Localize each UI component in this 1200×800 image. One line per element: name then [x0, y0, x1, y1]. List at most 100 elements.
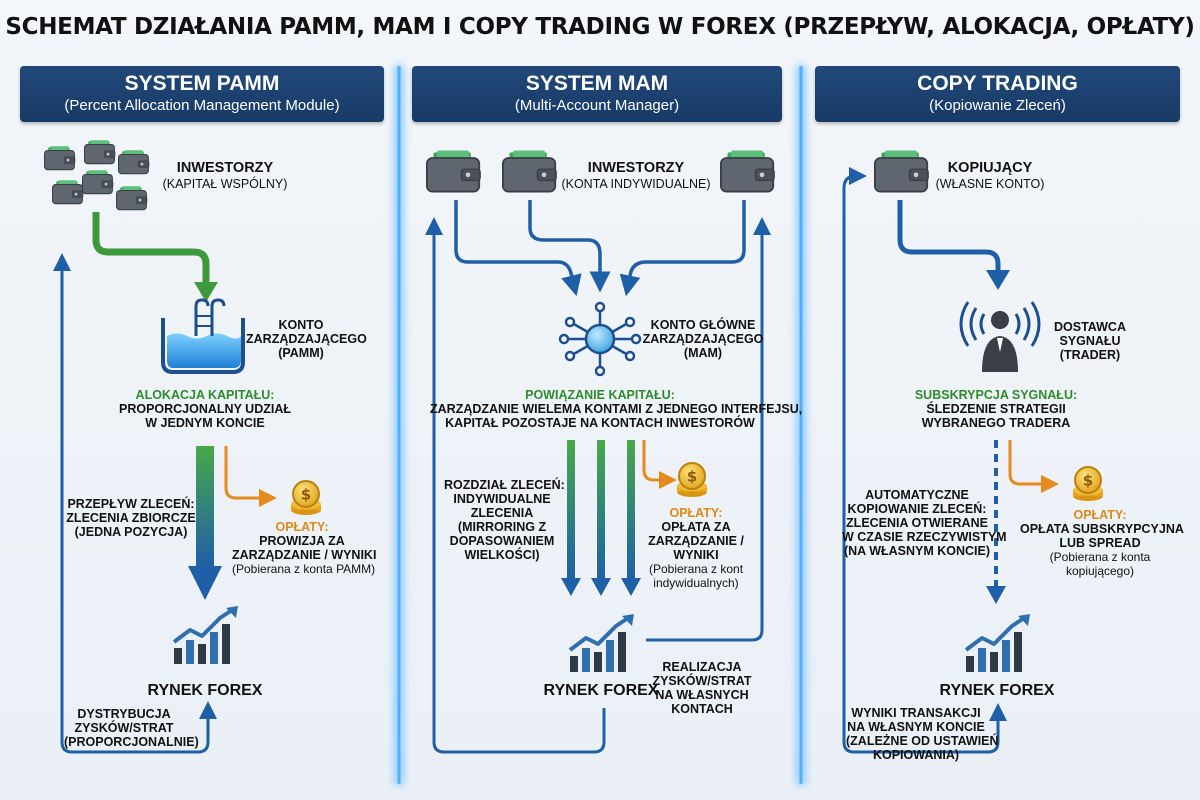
- copy-results-line2: NA WŁASNYM KONCIE: [847, 720, 985, 734]
- pamm-coins-icon: [290, 480, 322, 516]
- copy-coins-icon: [1072, 466, 1104, 502]
- mam-realization-line2: ZYSKÓW/STRAT: [652, 674, 752, 688]
- copy-auto-label: AUTOMATYCZNE KOPIOWANIE ZLECEŃ: ZLECENIA…: [842, 488, 1007, 558]
- copy-auto-line4: W CZASIE RZECZYWISTYM: [842, 530, 1007, 544]
- mam-split-arrow-3: [621, 578, 641, 596]
- page-title: SCHEMAT DZIAŁANIA PAMM, MAM I COPY TRADI…: [5, 14, 1195, 40]
- copy-fees-note1: (Pobierana z konta: [1049, 550, 1151, 564]
- mam-realization-line3: NA WŁASNYCH: [655, 688, 749, 702]
- copy-subscription-label: SUBSKRYPCJA SYGNAŁU: ŚLEDZENIE STRATEGII…: [906, 388, 1086, 430]
- mam-hub-icon: [558, 301, 642, 377]
- mam-split-arrow-1: [561, 578, 581, 596]
- copy-fee-arrow: [1008, 440, 1059, 493]
- signal-provider-icon: [959, 301, 1041, 347]
- mam-realization-line1: REALIZACJA: [662, 660, 742, 674]
- pamm-allocation-line1: PROPORCJONALNY UDZIAŁ: [118, 402, 291, 416]
- mam-coins-icon: [676, 462, 708, 498]
- pamm-distribution-line2: ZYSKÓW/STRAT: [74, 721, 174, 735]
- mam-link-label: POWIĄZANIE KAPITAŁU: ZARZĄDZANIE WIELEMA…: [430, 388, 802, 430]
- mam-converge-arrow-mid: [528, 200, 611, 293]
- copy-provider-line1: DOSTAWCA: [1054, 320, 1126, 334]
- mam-header-title: SYSTEM MAM: [525, 72, 669, 95]
- mam-converge-arrow-left: [454, 200, 582, 297]
- mam-fees-note2: indywidualnych): [653, 576, 739, 590]
- pamm-account-line2: ZARZĄDZAJĄCEGO: [246, 332, 367, 346]
- mam-header-subtitle: (Multi-Account Manager): [514, 97, 680, 114]
- pamm-orders-line1: PRZEPŁYW ZLECEŃ:: [67, 497, 195, 511]
- copy-wallet-icon: [874, 150, 930, 193]
- pamm-allocation-label: ALOKACJA KAPITAŁU: PROPORCJONALNY UDZIAŁ…: [110, 388, 300, 430]
- copy-results-line1: WYNIKI TRANSAKCJI: [851, 706, 981, 720]
- copy-fees-title: OPŁATY:: [1073, 508, 1127, 522]
- mam-market-chart-icon: [568, 614, 636, 674]
- copy-header: COPY TRADING (Kopiowanie Zleceń): [815, 66, 1180, 122]
- pamm-fee-arrow: [224, 446, 277, 507]
- mam-fees-line3: WYNIKI: [673, 548, 719, 562]
- mam-split-line6: WIELKOŚCI): [464, 548, 540, 562]
- divider-left: [396, 66, 402, 784]
- mam-split-line2: INDYWIDUALNE: [453, 492, 551, 506]
- mam-market-label: RYNEK FOREX: [543, 682, 659, 699]
- mam-fees-label: OPŁATY: OPŁATA ZA ZARZĄDZANIE / WYNIKI (…: [640, 506, 752, 590]
- pamm-allocation-line2: W JEDNYM KONCIE: [145, 416, 265, 430]
- copy-header-title: COPY TRADING: [917, 72, 1078, 95]
- mam-fee-arrow: [642, 440, 677, 489]
- pamm-account-line3: (PAMM): [278, 346, 324, 360]
- divider-right: [798, 66, 804, 784]
- copy-header-subtitle: (Kopiowanie Zleceń): [929, 97, 1066, 114]
- pamm-investors-label: INWESTORZY (KAPITAŁ WSPÓLNY): [150, 160, 300, 191]
- pamm-header: SYSTEM PAMM (Percent Allocation Manageme…: [20, 66, 384, 122]
- pamm-distribution-arrow: [53, 253, 210, 754]
- pamm-orders-line2: ZLECENIA ZBIORCZE: [66, 511, 196, 525]
- mam-split-line1: ROZDZIAŁ ZLECEŃ:: [444, 478, 565, 492]
- pamm-orders-arrow: [188, 566, 222, 600]
- mam-loop-left: [425, 217, 606, 754]
- mam-link-line2: KAPITAŁ POZOSTAJE NA KONTACH INWESTORÓW: [445, 416, 755, 430]
- mam-investors-subtitle: (KONTA INDYWIDUALNE): [561, 177, 711, 191]
- copy-auto-line5: (NA WŁASNYM KONCIE): [843, 544, 991, 558]
- pamm-distribution-label: DYSTRYBUCJA ZYSKÓW/STRAT (PROPORCJONALNI…: [64, 707, 199, 749]
- mam-fees-title: OPŁATY:: [669, 506, 723, 520]
- copy-auto-line1: AUTOMATYCZNE: [865, 488, 969, 502]
- pamm-market-chart-icon: [172, 606, 240, 666]
- copy-auto-line3: ZLECENIA OTWIERANE: [846, 516, 988, 530]
- pamm-fees-title: OPŁATY:: [275, 520, 329, 534]
- pamm-fees-line2: ZARZĄDZANIE / WYNIKI: [232, 548, 377, 562]
- copy-results-label: WYNIKI TRANSAKCJI NA WŁASNYM KONCIE (ZAL…: [846, 706, 999, 762]
- mam-fees-note1: (Pobierana z kont: [648, 562, 744, 576]
- mam-header: SYSTEM MAM (Multi-Account Manager): [412, 66, 782, 122]
- mam-fees-line2: ZARZĄDZANIE /: [648, 534, 744, 548]
- copy-fees-note2: kopiującego): [1065, 564, 1135, 578]
- copy-results-line3: (ZALEŻNE OD USTAWIEŃ: [846, 734, 999, 748]
- copy-market-label: RYNEK FOREX: [939, 682, 1055, 699]
- copy-subscription-line1: ŚLEDZENIE STRATEGII: [926, 402, 1066, 416]
- copy-provider-line2: SYGNAŁU: [1059, 334, 1121, 348]
- pamm-investors-title: INWESTORZY: [176, 160, 274, 176]
- pamm-orders-label: PRZEPŁYW ZLECEŃ: ZLECENIA ZBIORCZE (JEDN…: [66, 497, 196, 539]
- pamm-account-line1: KONTO: [278, 318, 324, 332]
- pamm-investors-subtitle: (KAPITAŁ WSPÓLNY): [162, 177, 288, 191]
- pamm-fees-label: OPŁATY: PROWIZJA ZA ZARZĄDZANIE / WYNIKI…: [232, 520, 377, 576]
- pamm-header-subtitle: (Percent Allocation Management Module): [64, 97, 340, 114]
- mam-split-line4: (MIRRORING Z: [457, 520, 547, 534]
- copy-provider-label: DOSTAWCA SYGNAŁU (TRADER): [1040, 320, 1140, 362]
- mam-investors-label: INWESTORZY (KONTA INDYWIDUALNE): [556, 160, 716, 191]
- copy-results-arrow: [842, 167, 1000, 754]
- copy-subscription-line2: WYBRANEGO TRADERA: [921, 416, 1071, 430]
- mam-realization-line4: KONTACH: [671, 702, 733, 716]
- mam-realization-label: REALIZACJA ZYSKÓW/STRAT NA WŁASNYCH KONT…: [648, 660, 756, 716]
- pamm-header-title: SYSTEM PAMM: [124, 72, 280, 95]
- pamm-green-arrow: [92, 212, 210, 284]
- copy-results-line4: KOPIOWANIA): [872, 748, 960, 762]
- mam-converge-arrow-right: [619, 200, 746, 297]
- trader-avatar-icon: [982, 311, 1018, 372]
- copy-copier-subtitle: (WŁASNE KONTO): [935, 177, 1045, 191]
- mam-split-line3: ZLECENIA: [470, 506, 534, 520]
- mam-investors-title: INWESTORZY: [587, 160, 685, 176]
- copy-provider-line3: (TRADER): [1059, 348, 1121, 362]
- mam-loop-right: [646, 217, 771, 642]
- copy-subscription-title: SUBSKRYPCJA SYGNAŁU:: [914, 388, 1078, 402]
- pamm-investor-wallets-icon: [44, 140, 150, 211]
- pamm-distribution-line1: DYSTRYBUCJA: [77, 707, 171, 721]
